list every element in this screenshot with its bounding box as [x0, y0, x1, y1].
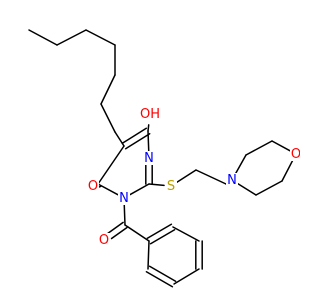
atom-label-o3: O [99, 233, 109, 248]
bond-r4-n2 [147, 130, 150, 152]
single-bond-line [123, 204, 126, 226]
bond-e1-e2 [195, 169, 227, 185]
atom-label-s: S [167, 179, 175, 194]
single-bond-line [237, 182, 257, 196]
atom-o2: O [290, 147, 300, 162]
bond-m3-m4 [255, 180, 283, 196]
single-bond-line [195, 169, 227, 185]
bond-cb-o3 [107, 221, 128, 240]
bond-o2-m3 [281, 159, 294, 182]
single-bond-line [85, 29, 116, 46]
bond-r2-r1 [97, 145, 125, 185]
atom-label-background [141, 107, 159, 121]
bond-p2-p3 [172, 226, 200, 242]
bond-r3-s [148, 183, 165, 187]
single-bond-line [56, 29, 87, 46]
atom-label-n3: N [227, 173, 237, 188]
atom-label-background [290, 147, 300, 161]
single-bond-line [100, 103, 116, 133]
atom-label-n2: N [144, 151, 154, 166]
bond-p6-p1 [147, 240, 150, 270]
double-bond-line [146, 223, 173, 239]
bond-p3-p4 [195, 240, 203, 270]
bond-n2-r3 [145, 164, 153, 185]
double-bond-line [107, 221, 124, 235]
bond-m4-n3 [237, 182, 257, 196]
double-bond-line [124, 132, 151, 150]
single-bond-line [129, 183, 150, 196]
bond-r4-oh [147, 124, 150, 132]
atom-label-background [118, 191, 130, 205]
single-bond-line [100, 74, 116, 105]
atom-label-n1: N [119, 191, 129, 206]
double-bond-line [145, 271, 174, 288]
atom-n2: N [143, 151, 155, 166]
single-bond-line [97, 145, 125, 185]
atom-label-o1: O [88, 179, 98, 194]
bond-s-e1 [176, 169, 197, 183]
single-bond-line [28, 29, 58, 46]
atom-label-o2: O [291, 147, 300, 162]
bond-n3-m1 [234, 154, 247, 175]
single-bond-line [255, 180, 283, 196]
double-bond-line [121, 127, 148, 145]
atom-oh: OH [140, 107, 160, 122]
double-bond-line [98, 185, 102, 188]
bond-cb-p1 [124, 224, 150, 242]
atom-s: S [165, 179, 177, 194]
atom-n3: N [226, 173, 238, 188]
single-bond-line [147, 124, 150, 132]
atom-n1: N [118, 191, 130, 206]
bond-n1-cb [123, 204, 126, 226]
bond-p4-p5 [173, 268, 200, 285]
bond-p5-p6 [145, 265, 177, 288]
bond-p1-p2 [146, 223, 176, 245]
single-bond-line [271, 140, 291, 152]
atom-o3: O [98, 233, 110, 248]
single-bond-line [147, 130, 150, 152]
bond-layer [28, 29, 294, 288]
atom-label-oh: OH [140, 107, 160, 122]
atom-o1: O [87, 179, 99, 194]
single-bond-line [245, 140, 273, 156]
single-bond-line [148, 183, 165, 187]
bond-c3-c4 [85, 29, 116, 46]
bond-c6-c7 [100, 103, 116, 133]
bond-c1-c2 [28, 29, 58, 46]
bond-m1-m2 [245, 140, 273, 156]
single-bond-line [172, 226, 200, 242]
bond-r1-r4 [121, 127, 151, 150]
double-bond-line [110, 226, 128, 240]
atom-label-background [143, 151, 155, 165]
single-bond-line [176, 169, 197, 183]
bond-m2-o2 [271, 140, 291, 152]
atom-label-background [165, 179, 177, 193]
single-bond-line [97, 183, 119, 196]
single-bond-line [124, 224, 150, 242]
single-bond-line [234, 154, 247, 175]
double-bond-line [148, 265, 177, 282]
atom-label-background [226, 173, 238, 187]
bond-r3-n1 [129, 183, 150, 196]
bond-c2-c3 [56, 29, 87, 46]
double-bond-line [149, 229, 176, 245]
atom-label-background [87, 179, 99, 193]
single-bond-line [281, 159, 294, 182]
bond-c5-c6 [100, 74, 116, 105]
single-bond-line [147, 240, 150, 270]
atom-label-background [98, 233, 110, 247]
bond-n1-r2 [97, 183, 119, 196]
single-bond-line [173, 268, 200, 285]
